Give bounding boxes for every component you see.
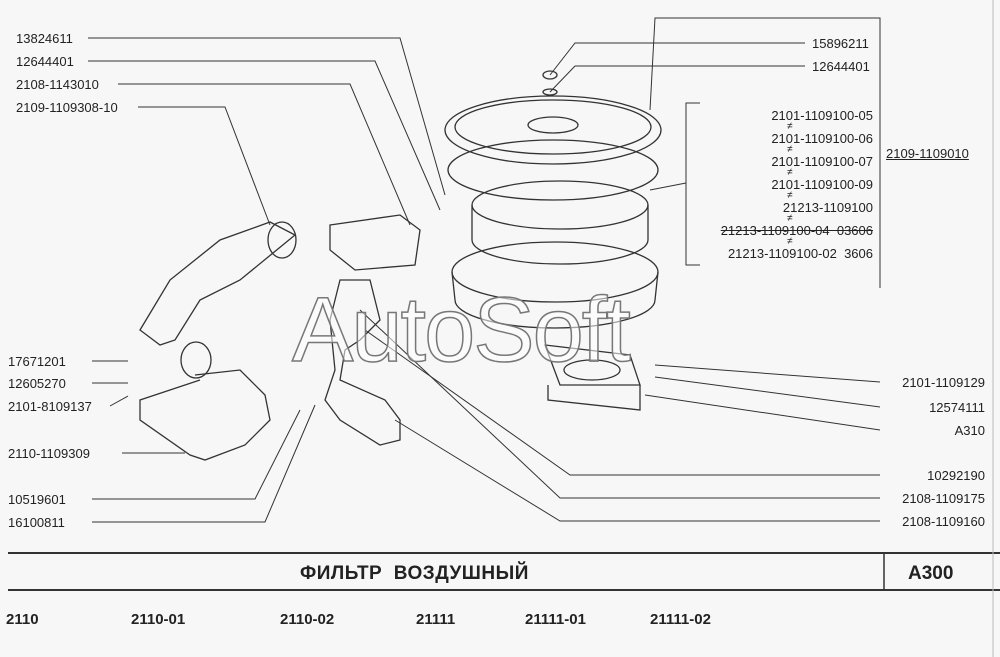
- model-label: 2110-02: [280, 611, 335, 628]
- part-label[interactable]: 2101-8109137: [8, 399, 92, 414]
- leader-line: [549, 42, 805, 76]
- filter-option[interactable]: 2101-1109100-07: [771, 154, 873, 169]
- filter-option[interactable]: 2101-1109100-06: [771, 131, 873, 146]
- assembly-part-number[interactable]: 2109-1109010: [886, 146, 969, 161]
- not-equal-sign: ≠: [787, 121, 793, 132]
- part-label[interactable]: A310: [954, 423, 985, 438]
- leader-line: [92, 404, 316, 523]
- leader-line: [394, 419, 880, 522]
- section-code: A300: [908, 563, 954, 584]
- not-equal-sign: ≠: [787, 144, 793, 155]
- part-label[interactable]: 2108-1109160: [902, 514, 985, 529]
- part-label[interactable]: 12605270: [8, 376, 66, 391]
- part-label[interactable]: 2108-1109175: [902, 491, 985, 506]
- part-label[interactable]: 17671201: [8, 354, 66, 369]
- part-label[interactable]: 2108-1143010: [16, 77, 99, 92]
- leader-line: [88, 37, 446, 196]
- not-equal-sign: ≠: [787, 190, 793, 201]
- leader-line: [92, 409, 301, 500]
- filter-option[interactable]: 2101-1109100-05: [771, 108, 873, 123]
- model-label: 21111-01: [525, 611, 586, 628]
- leader-line: [654, 364, 881, 383]
- intake-hose: [139, 214, 421, 461]
- filter-option-obsolete[interactable]: 21213-1109100-04 03606: [721, 223, 873, 238]
- air-filter-assembly: [444, 70, 662, 411]
- part-label[interactable]: 2110-1109309: [8, 446, 90, 461]
- part-label[interactable]: 10519601: [8, 492, 66, 507]
- not-equal-sign: ≠: [787, 236, 793, 247]
- leader-line: [359, 309, 880, 499]
- leader-line: [644, 394, 881, 431]
- leader-line: [649, 17, 881, 288]
- leader-line: [118, 83, 411, 226]
- filter-option[interactable]: 2101-1109100-09: [771, 177, 873, 192]
- part-label[interactable]: 10292190: [927, 468, 985, 483]
- filter-option[interactable]: 21213-1109100: [782, 200, 873, 215]
- leader-line: [138, 106, 271, 226]
- bracket: [685, 102, 700, 266]
- part-label[interactable]: 12644401: [16, 54, 74, 69]
- model-label: 21111-02: [650, 611, 711, 628]
- leader-line: [654, 376, 881, 408]
- part-label[interactable]: 2101-1109129: [902, 375, 985, 390]
- model-label: 2110-01: [131, 611, 186, 628]
- part-label[interactable]: 13824611: [16, 31, 73, 46]
- part-label[interactable]: 12574111: [929, 400, 985, 415]
- filter-option[interactable]: 21213-1109100-02 3606: [727, 246, 873, 261]
- leader-line: [549, 65, 805, 93]
- not-equal-sign: ≠: [787, 167, 793, 178]
- part-label[interactable]: 2109-1109308-10: [16, 100, 118, 115]
- diagram-title: ФИЛЬТР ВОЗДУШНЫЙ: [300, 563, 529, 584]
- obsolete-part-number: 21213-1109100-04 03606: [720, 223, 873, 238]
- part-label[interactable]: 16100811: [8, 515, 65, 530]
- watermark: AutoSoft: [291, 278, 631, 382]
- model-label: 2110: [6, 611, 39, 628]
- leader-line: [88, 60, 441, 211]
- model-label: 21111: [416, 611, 456, 628]
- not-equal-sign: ≠: [787, 213, 793, 224]
- leader-line: [109, 395, 129, 407]
- part-label[interactable]: 12644401: [812, 59, 870, 74]
- part-label[interactable]: 15896211: [812, 36, 869, 51]
